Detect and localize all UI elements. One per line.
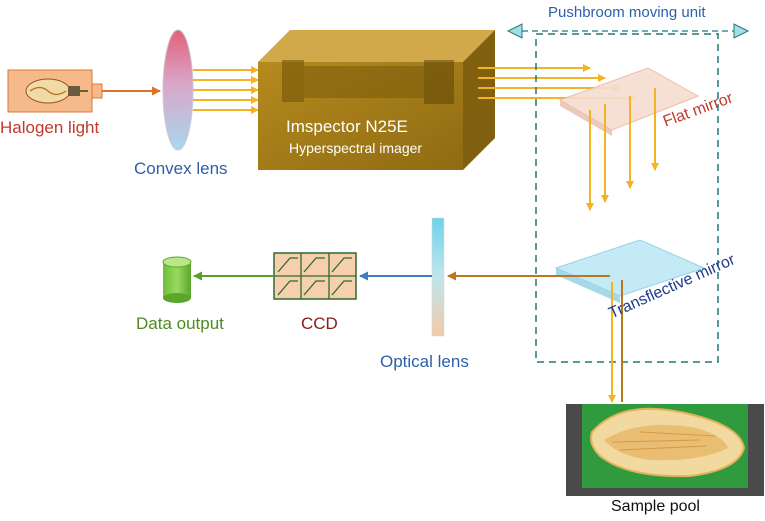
halogen-light-label: Halogen light [0, 118, 100, 137]
pomelo-sample [590, 407, 746, 478]
database-icon [162, 256, 192, 303]
transflective-mirror [554, 239, 706, 303]
imager-name-label: Imspector N25E [286, 117, 408, 136]
ccd-sensor [273, 252, 357, 300]
sample-pool [566, 404, 764, 496]
optical-lens-label: Optical lens [380, 352, 469, 371]
ccd-label: CCD [301, 314, 338, 333]
mirror-down-beams [586, 88, 659, 211]
hyperspectral-imager [258, 30, 495, 170]
imager-subtitle-label: Hyperspectral imager [289, 140, 423, 156]
data-output-label: Data output [136, 314, 224, 333]
bulb-icon [25, 78, 88, 104]
convex-lens [162, 29, 194, 151]
sample-pool-label: Sample pool [611, 498, 700, 515]
lens-to-imager-beams [193, 66, 259, 114]
pushbroom-unit-label: Pushbroom moving unit [548, 4, 706, 21]
pushbroom-unit-box [535, 33, 719, 363]
pushbroom-double-arrow [506, 23, 750, 39]
convex-lens-label: Convex lens [134, 159, 228, 178]
optical-lens [431, 217, 445, 337]
halogen-light [7, 69, 103, 113]
